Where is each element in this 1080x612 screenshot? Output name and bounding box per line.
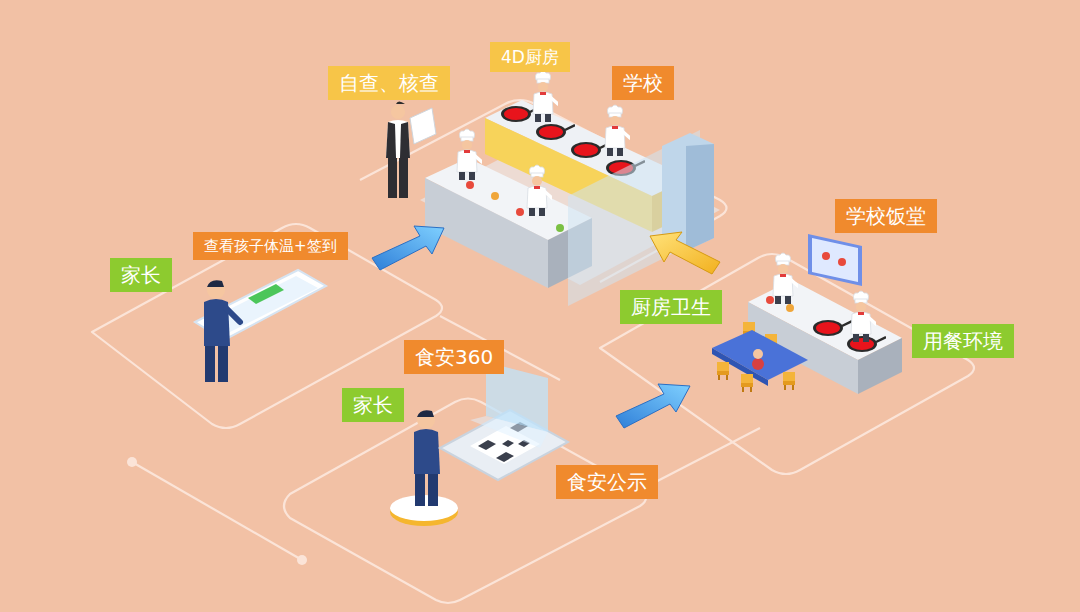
canteen-illustration (712, 234, 902, 394)
guide-lines (92, 100, 974, 603)
label-text: 学校 (623, 71, 663, 95)
label-box: 查看孩子体温+签到 (193, 232, 348, 260)
guide-dots (127, 457, 307, 565)
label-text: 家长 (353, 393, 393, 417)
label-text: 食安360 (415, 345, 493, 369)
label-box: 4D厨房 (490, 42, 570, 72)
label-box: 厨房卫生 (620, 290, 722, 324)
parent-phone-figure (195, 270, 326, 382)
label-text: 食安公示 (567, 470, 647, 494)
label-text: 厨房卫生 (631, 295, 711, 319)
label-text: 自查、核查 (339, 71, 439, 95)
label-text: 4D厨房 (501, 47, 559, 67)
inspector-figure (386, 102, 436, 199)
label-text: 用餐环境 (923, 329, 1003, 353)
label-text: 查看孩子体温+签到 (204, 237, 337, 255)
label-box: 食安360 (404, 340, 504, 374)
label-box: 家长 (110, 258, 172, 292)
label-box: 学校饭堂 (835, 199, 937, 233)
label-text: 家长 (121, 263, 161, 287)
flow-arrows (372, 226, 720, 428)
label-box: 学校 (612, 66, 674, 100)
label-box: 食安公示 (556, 465, 658, 499)
label-box: 用餐环境 (912, 324, 1014, 358)
parent-qr-figure (390, 362, 568, 526)
label-box: 自查、核查 (328, 66, 450, 100)
label-text: 学校饭堂 (846, 204, 926, 228)
kitchen-illustration (420, 71, 720, 306)
label-box: 家长 (342, 388, 404, 422)
